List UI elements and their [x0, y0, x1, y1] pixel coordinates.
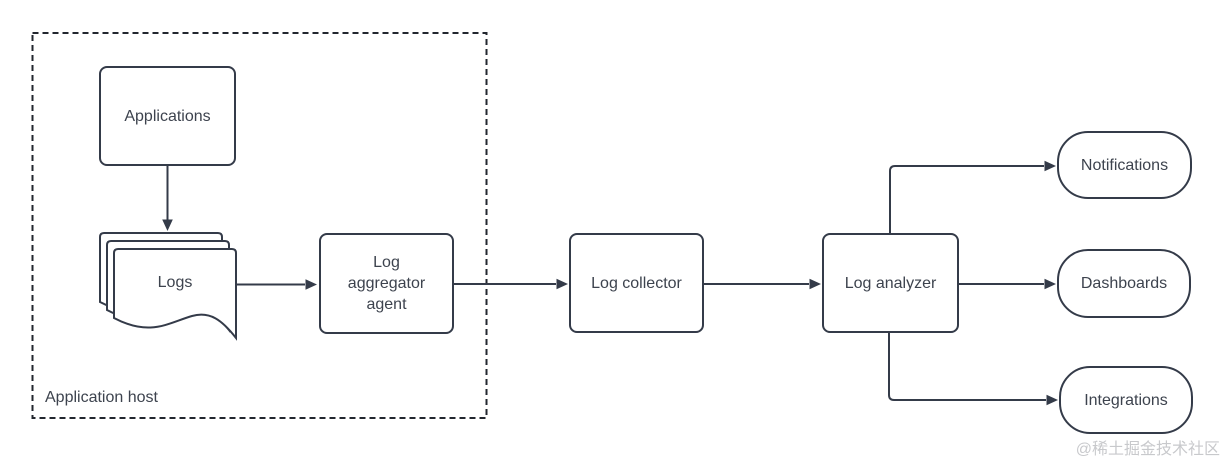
edge-analyzer-notifications	[889, 160, 1056, 234]
integrations-node	[1059, 366, 1193, 434]
dashboards-node	[1057, 249, 1191, 318]
arrowhead-down-icon	[162, 219, 173, 231]
arrowhead-right-icon	[1044, 278, 1056, 290]
notifications-node	[1057, 131, 1192, 199]
edge-analyzer-integrations	[888, 332, 1058, 406]
edge-line	[888, 332, 1046, 401]
log-analyzer-node	[822, 233, 959, 333]
arrowhead-right-icon	[809, 278, 821, 290]
edge-logs-aggregator	[236, 279, 317, 290]
logs-node	[99, 232, 237, 341]
edge-line	[889, 165, 1044, 234]
edge-analyzer-dashboards	[958, 278, 1056, 290]
arrowhead-right-icon	[1044, 160, 1056, 172]
applications-node	[99, 66, 236, 166]
edge-applications-logs	[162, 165, 173, 231]
edge-collector-analyzer	[703, 278, 821, 290]
edge-aggregator-collector	[453, 278, 568, 290]
log-collector-node	[569, 233, 704, 333]
arrowhead-right-icon	[305, 279, 317, 290]
arrowhead-right-icon	[556, 278, 568, 290]
log-aggregator-agent-node	[319, 233, 454, 334]
arrowhead-right-icon	[1046, 394, 1058, 406]
application-host-container	[31, 32, 488, 419]
logs-document-front	[113, 248, 237, 341]
